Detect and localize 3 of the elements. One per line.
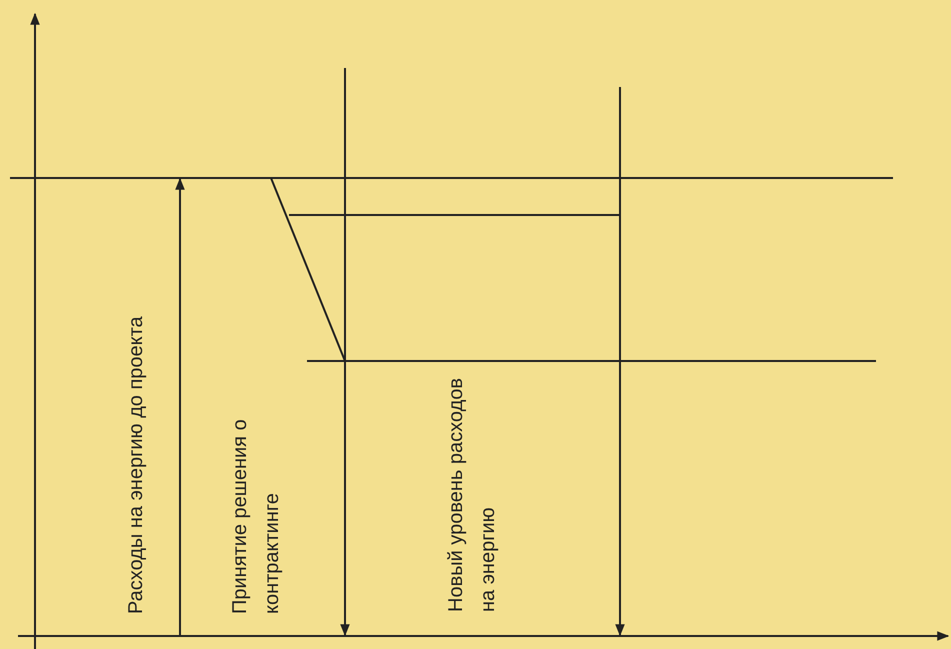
axis-annotation: Новый уровень расходов на энергию — [444, 377, 500, 612]
axis-annotation: Принятие решения о контрактинге — [228, 418, 284, 614]
axis-annotation: Расходы на энергию до проекта — [124, 315, 148, 614]
